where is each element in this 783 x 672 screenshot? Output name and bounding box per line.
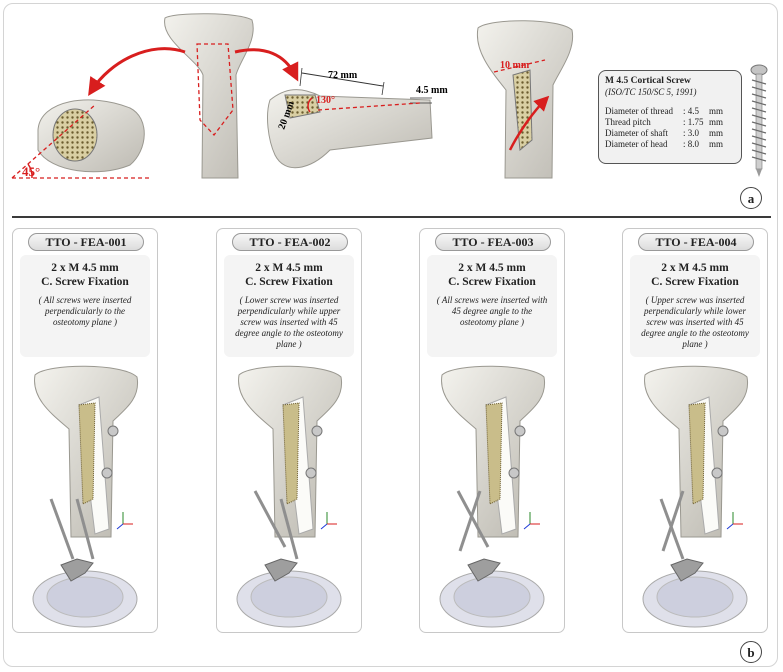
- section-divider: [12, 216, 771, 218]
- case-screw-count: 2 x M 4.5 mm: [255, 262, 323, 274]
- case-id-label: TTO - FEA-001: [28, 233, 144, 251]
- screw-spec-row: Thread pitch : 1.75 mm: [605, 117, 735, 128]
- tibia-model: [236, 365, 343, 628]
- screw-spec-row: Diameter of head : 8.0 mm: [605, 139, 735, 150]
- case-description-box: 2 x M 4.5 mm C. Screw Fixation ( All screw…: [427, 255, 557, 357]
- dim-72-label: 72 mm: [328, 70, 358, 81]
- overview-illustration: 45° 72 mm 4.5 mm 130° 20 mm 10 mm: [11, 13, 768, 179]
- case-fixation-type: C. Screw Fixation: [41, 276, 129, 288]
- cortical-screw-icon: [750, 64, 768, 177]
- screw-spec-label: Diameter of thread: [605, 106, 673, 116]
- angle-130-label: 130°: [316, 95, 335, 106]
- tibia-posterior-view: 10 mm: [476, 20, 574, 179]
- screw-spec-standard: (ISO/TC 150/SC 5, 1991): [605, 87, 697, 97]
- axial-section: 45°: [11, 99, 150, 179]
- rotate-left-arrow: [88, 47, 186, 97]
- panel-b-badge: b: [740, 641, 762, 663]
- case-screw-count: 2 x M 4.5 mm: [458, 262, 526, 274]
- screw-spec-unit: mm: [709, 106, 724, 116]
- screw-spec-value: : 8.0: [683, 139, 700, 149]
- tibia-front-view: [164, 13, 254, 179]
- screw-spec-label: Diameter of head: [605, 139, 668, 149]
- fea-case-panel: TTO - FEA-002 2 x M 4.5 mm C. Screw Fixati…: [216, 228, 362, 633]
- case-fixation-type: C. Screw Fixation: [245, 276, 333, 288]
- screw-spec-label: Diameter of shaft: [605, 128, 668, 138]
- screw-spec-row: Diameter of thread : 4.5 mm: [605, 106, 735, 117]
- dim-10-label: 10 mm: [500, 60, 530, 71]
- case-fixation-type: C. Screw Fixation: [448, 276, 536, 288]
- screw-spec-label: Thread pitch: [605, 117, 651, 127]
- screw-spec-value: : 1.75: [683, 117, 704, 127]
- case-description-box: 2 x M 4.5 mm C. Screw Fixation ( All screw…: [20, 255, 150, 357]
- case-id-label: TTO - FEA-002: [232, 233, 348, 251]
- case-description-box: 2 x M 4.5 mm C. Screw Fixation ( Upper scr…: [630, 255, 760, 357]
- panel-a-badge: a: [740, 187, 762, 209]
- fea-case-panel: TTO - FEA-004 2 x M 4.5 mm C. Screw Fixati…: [622, 228, 768, 633]
- dim-45mm-label: 4.5 mm: [416, 85, 448, 96]
- tibia-model: [32, 365, 139, 628]
- case-description: ( Upper screw was inserted perpendicular…: [641, 295, 749, 349]
- fea-case-panel: TTO - FEA-001 2 x M 4.5 mm C. Screw Fixati…: [12, 228, 158, 633]
- screw-spec-box: M 4.5 Cortical Screw (ISO/TC 150/SC 5, 1…: [598, 70, 742, 164]
- axial-implant-view: [32, 498, 138, 628]
- screw-spec-unit: mm: [709, 117, 724, 127]
- tibia-lateral-view: 72 mm 4.5 mm 130° 20 mm: [267, 67, 448, 169]
- tibia-model: [642, 365, 749, 628]
- case-id-label: TTO - FEA-003: [435, 233, 551, 251]
- case-description: ( All screws were inserted perpendicular…: [38, 295, 132, 327]
- angle-45-label: 45°: [22, 164, 40, 179]
- case-fixation-type: C. Screw Fixation: [651, 276, 739, 288]
- figure-frame: [3, 3, 778, 667]
- axis-triad-icon: [726, 512, 743, 530]
- rotate-right-arrow: [234, 48, 299, 82]
- screw-spec-value: : 4.5: [683, 106, 700, 116]
- axial-implant-view: [236, 490, 342, 628]
- axial-implant-view: [642, 490, 748, 628]
- screw-spec-unit: mm: [709, 139, 724, 149]
- case-id-label: TTO - FEA-004: [638, 233, 754, 251]
- fea-case-panel: TTO - FEA-003 2 x M 4.5 mm C. Screw Fixati…: [419, 228, 565, 633]
- tibia-model: [439, 365, 546, 628]
- axis-triad-icon: [320, 512, 337, 530]
- screw-spec-row: Diameter of shaft : 3.0 mm: [605, 128, 735, 139]
- case-description: ( Lower screw was inserted perpendicular…: [235, 295, 343, 349]
- case-screw-count: 2 x M 4.5 mm: [51, 262, 119, 274]
- axis-triad-icon: [116, 512, 133, 530]
- case-description: ( All screws were inserted with 45 degre…: [436, 295, 548, 327]
- case-screw-count: 2 x M 4.5 mm: [661, 262, 729, 274]
- case-description-box: 2 x M 4.5 mm C. Screw Fixation ( Lower scr…: [224, 255, 354, 357]
- axial-implant-view: [439, 490, 545, 628]
- screw-spec-value: : 3.0: [683, 128, 700, 138]
- screw-spec-unit: mm: [709, 128, 724, 138]
- screw-spec-title: M 4.5 Cortical Screw: [605, 76, 691, 86]
- axis-triad-icon: [523, 512, 540, 530]
